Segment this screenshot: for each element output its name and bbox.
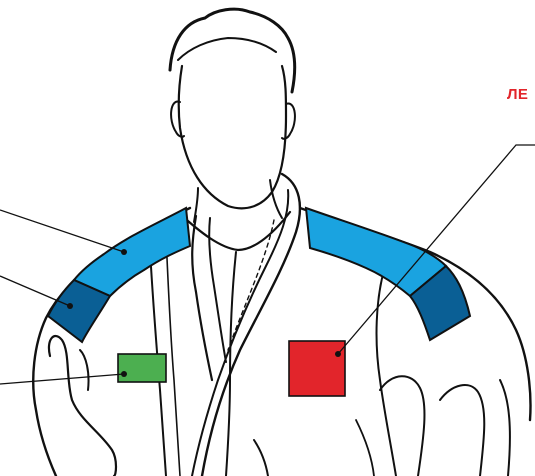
right-ear [282,104,295,139]
green-chest-patch [118,354,166,382]
left-chest-callout-label: ЛЕ [507,86,528,103]
callout-dot-red [335,351,341,357]
left-shoulder-light-blue [74,208,190,296]
right-lapel-inner [192,190,288,476]
left-thumb [80,350,89,390]
callout-dot-light-blue [121,249,127,255]
shoulder-patches [48,208,470,342]
left-hand [49,336,116,476]
left-ear [171,102,184,137]
callout-dot-dark-blue [67,303,73,309]
callout-line-light-blue [0,210,124,252]
right-sleeve-edge [500,380,510,476]
left-side-seam-2 [166,236,180,476]
callout-dot-green [121,371,127,377]
face [179,66,286,208]
red-chest-patch [289,341,345,396]
right-lower-fold [356,420,374,476]
lower-fabric [254,440,268,476]
figure-outline [33,9,530,476]
hair-line [178,38,276,60]
right-sleeve-fold-2 [440,385,484,476]
right-sleeve-inner [377,270,396,476]
callout-line-green [0,374,124,384]
callout-line-dark-blue [0,276,70,306]
